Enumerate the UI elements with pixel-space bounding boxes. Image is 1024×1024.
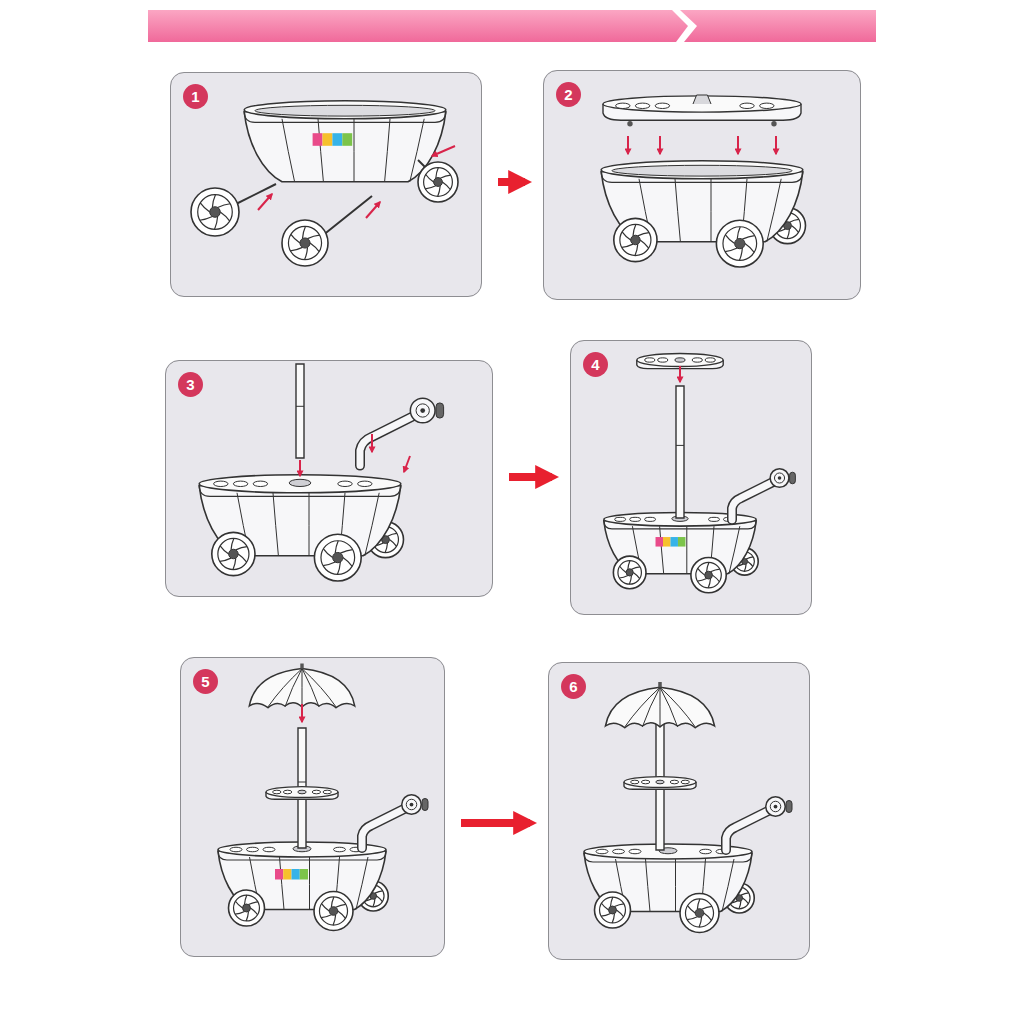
logo-sticker [656,537,686,547]
direction-arrow [258,194,272,210]
panel-ground [180,657,445,957]
direction-arrow [299,460,301,476]
step-number: 4 [583,352,608,377]
step-panel: 6 [548,662,810,960]
panel-ground [548,662,810,960]
header-bar [680,10,876,42]
pole-joint [298,782,306,783]
push-handle [362,795,428,848]
guide-line [232,184,276,206]
wheel [595,892,631,928]
wheel [614,218,657,261]
step-panel: 4 [570,340,812,615]
pole-joint [296,406,304,407]
step-number: 1 [183,84,208,109]
umbrella-pole [296,364,304,458]
step-arrow [461,819,530,827]
wheel [314,892,353,931]
push-handle [726,797,792,850]
panel-ground [165,360,493,597]
top-tray [624,777,696,790]
cart-body [244,101,446,182]
wheel [680,894,719,933]
cart-body [601,161,805,267]
step-arrow [509,473,552,481]
cart-body [604,513,758,593]
step-panel: 3 [165,360,493,597]
step-number: 5 [193,669,218,694]
wheel [191,188,239,236]
wheel [229,890,265,926]
direction-arrow [371,434,373,452]
direction-arrow [301,704,303,722]
direction-arrow [432,146,455,156]
logo-sticker [313,133,353,146]
panel-ground [570,340,812,615]
wheel [691,557,726,592]
direction-arrow [737,136,739,154]
cart-body [199,475,403,581]
umbrella-canopy [605,682,714,728]
wheel [613,556,646,589]
step-panel: 1 [170,72,482,297]
panel-ground [170,72,482,297]
wheel [282,220,328,266]
header-bar [148,10,688,42]
umbrella-canopy [249,664,354,708]
step-panel: 5 [180,657,445,957]
umbrella-pole [676,386,684,518]
direction-arrow [366,202,380,218]
push-handle [360,398,444,465]
wheel [716,220,763,267]
wheel [418,162,458,202]
direction-arrow [775,136,777,154]
cart-body [218,842,388,931]
step-number: 2 [556,82,581,107]
step-arrow [498,178,525,186]
pole-joint [676,445,684,446]
direction-arrow [627,136,629,154]
guide-line [322,196,372,236]
direction-arrow [679,366,681,382]
step-panel: 2 [543,70,861,300]
wheel [314,534,361,581]
cart-body [584,844,754,933]
wheel [212,532,255,575]
top-tray [266,787,338,800]
logo-sticker [275,869,308,880]
direction-arrow [404,456,410,472]
deck-lid [603,95,801,127]
panel-ground [543,70,861,300]
step-number: 6 [561,674,586,699]
push-handle [732,469,795,520]
loose-wheels [191,162,458,266]
direction-arrow [659,136,661,154]
step-number: 3 [178,372,203,397]
